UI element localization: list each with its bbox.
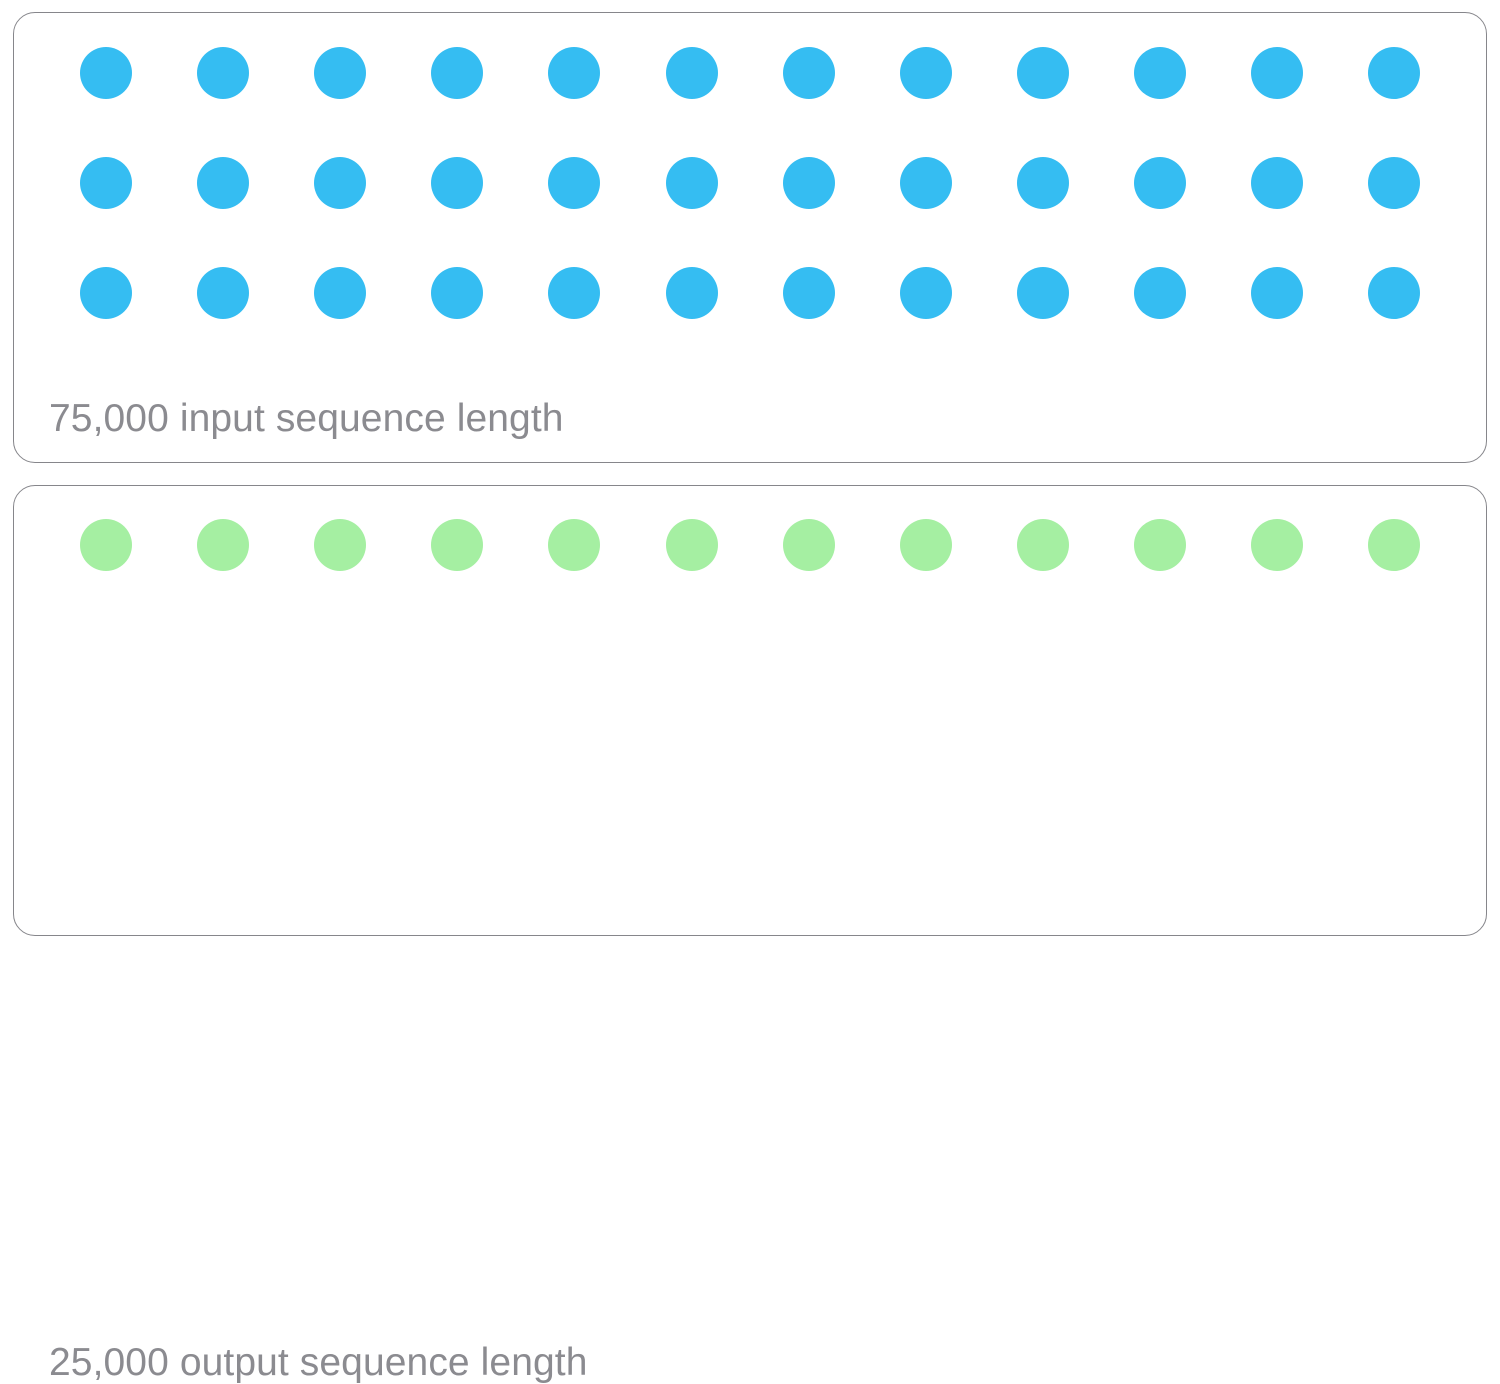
token-dot [665,519,718,571]
token-dot [1016,157,1069,209]
token-dot [80,519,132,571]
token-dot [1016,47,1069,99]
token-dot [314,267,367,319]
token-dot [314,519,367,571]
token-dot [899,519,952,571]
token-dot [1133,157,1186,209]
token-dot [314,47,367,99]
token-dot [1368,267,1421,319]
token-dot [197,47,250,99]
token-dot [80,267,132,319]
token-dot [1368,47,1421,99]
token-dot [1251,47,1303,99]
token-dot [1251,157,1303,209]
token-dot [899,157,952,209]
token-dot [197,519,250,571]
token-dot [1251,267,1303,319]
token-dot [431,157,484,209]
token-dot [548,519,601,571]
output-sequence-card: 25,000 output sequence length [13,485,1487,1382]
token-dot [782,267,835,319]
token-dot [431,519,484,571]
token-dot [665,47,718,99]
token-dot [782,47,835,99]
token-dot [899,267,952,319]
token-dot [197,157,250,209]
token-dot [548,47,601,99]
token-dot [782,157,835,209]
token-dot [431,47,484,99]
token-dot [665,267,718,319]
token-dot [1368,157,1421,209]
token-dot [80,47,132,99]
token-dot [1133,267,1186,319]
input-sequence-label: 75,000 input sequence length [49,397,564,440]
token-dot [665,157,718,209]
token-dot [1133,519,1186,571]
token-dot [899,47,952,99]
token-dot [548,157,601,209]
token-dot [1016,267,1069,319]
token-dot [782,519,835,571]
sequence-length-diagram: 75,000 input sequence length 25,000 outp… [13,12,1487,1382]
input-sequence-card: 75,000 input sequence length [13,12,1487,463]
token-dot [1016,519,1069,571]
token-dot [431,267,484,319]
token-dot [1133,47,1186,99]
token-dot [197,267,250,319]
token-dot [314,157,367,209]
output-sequence-label: 25,000 output sequence length [49,1341,588,1384]
token-dot [548,267,601,319]
token-dot [1368,519,1421,571]
token-dot [1251,519,1303,571]
token-dot [80,157,132,209]
